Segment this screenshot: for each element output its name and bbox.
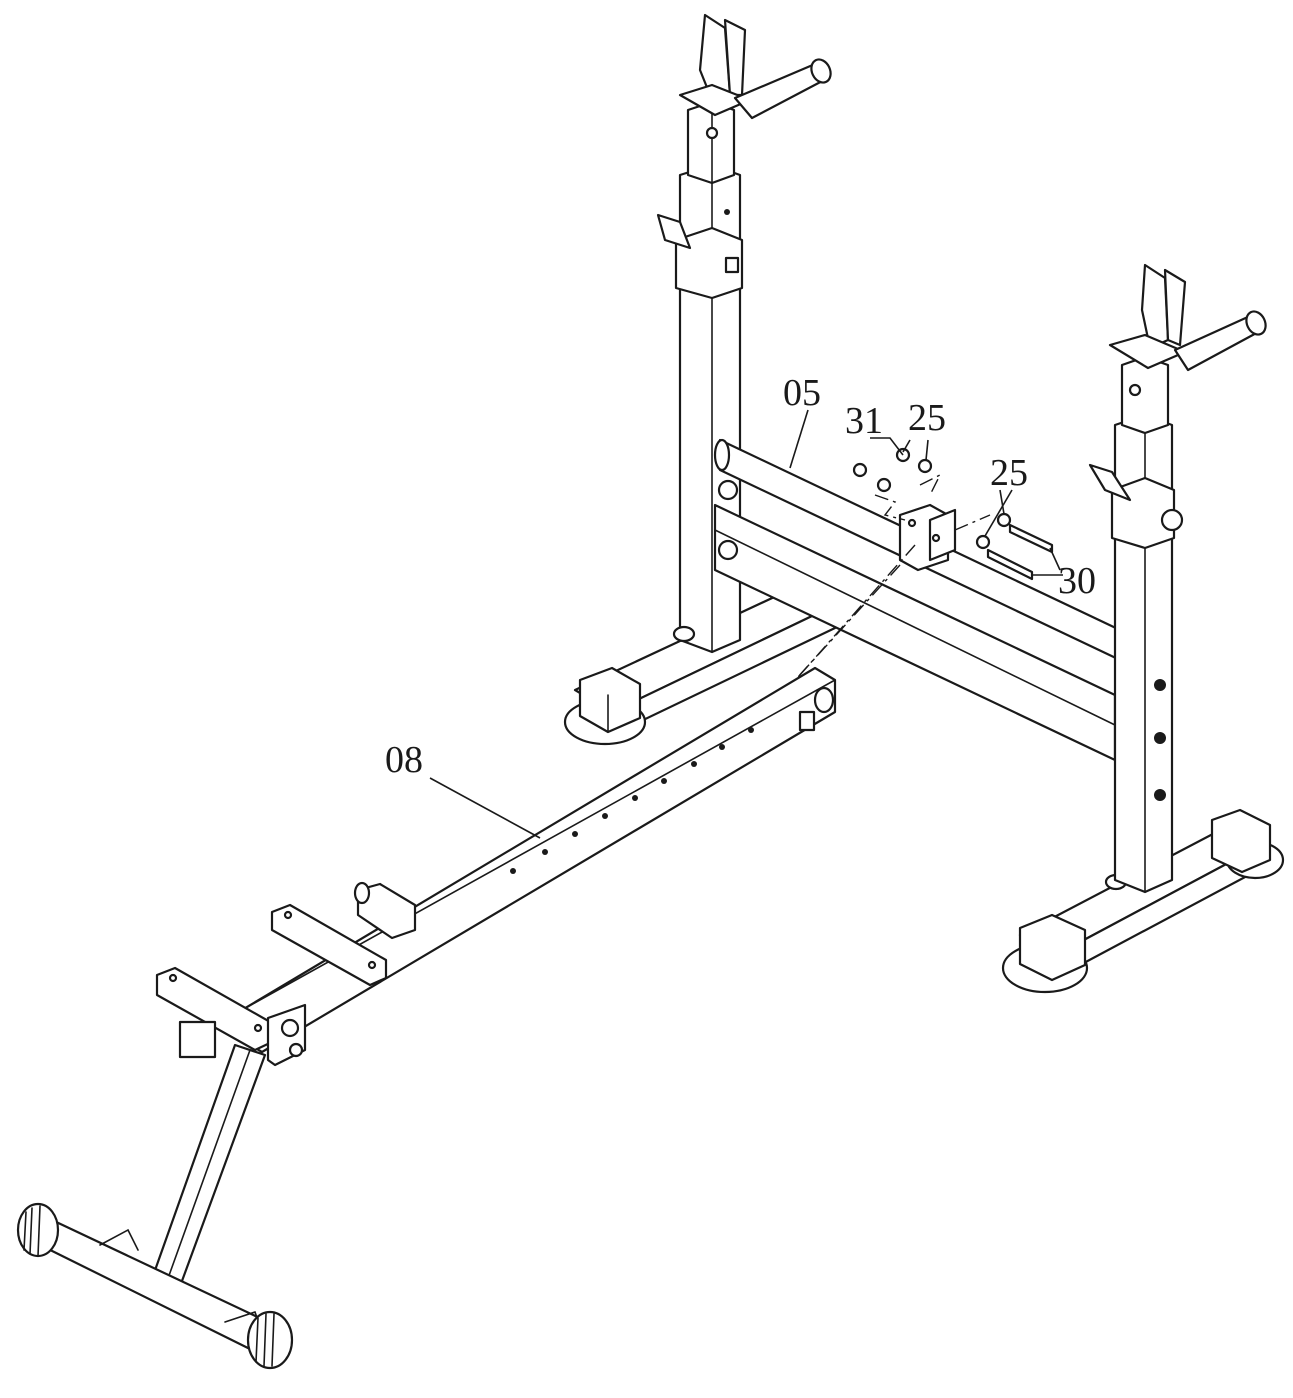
callout-25-upper: 25 — [908, 397, 946, 439]
callout-31: 31 — [845, 400, 883, 442]
seat-support-front — [155, 966, 307, 1067]
bench-rail-08 — [240, 666, 837, 1054]
front-foot-tube — [16, 1202, 294, 1370]
callout-30: 30 — [1058, 560, 1096, 602]
hardware-washers-25 — [895, 447, 1012, 550]
mounting-bracket — [898, 503, 957, 572]
foot-roller-grip — [23, 1205, 275, 1367]
callout-25-lower: 25 — [990, 452, 1028, 494]
callout-08: 08 — [385, 739, 423, 781]
seat-support-rear — [270, 881, 417, 987]
callout-leaders — [429, 409, 1063, 839]
callout-05: 05 — [783, 372, 821, 414]
right-upright — [1088, 263, 1267, 894]
hardware-nuts-31 — [852, 462, 892, 493]
